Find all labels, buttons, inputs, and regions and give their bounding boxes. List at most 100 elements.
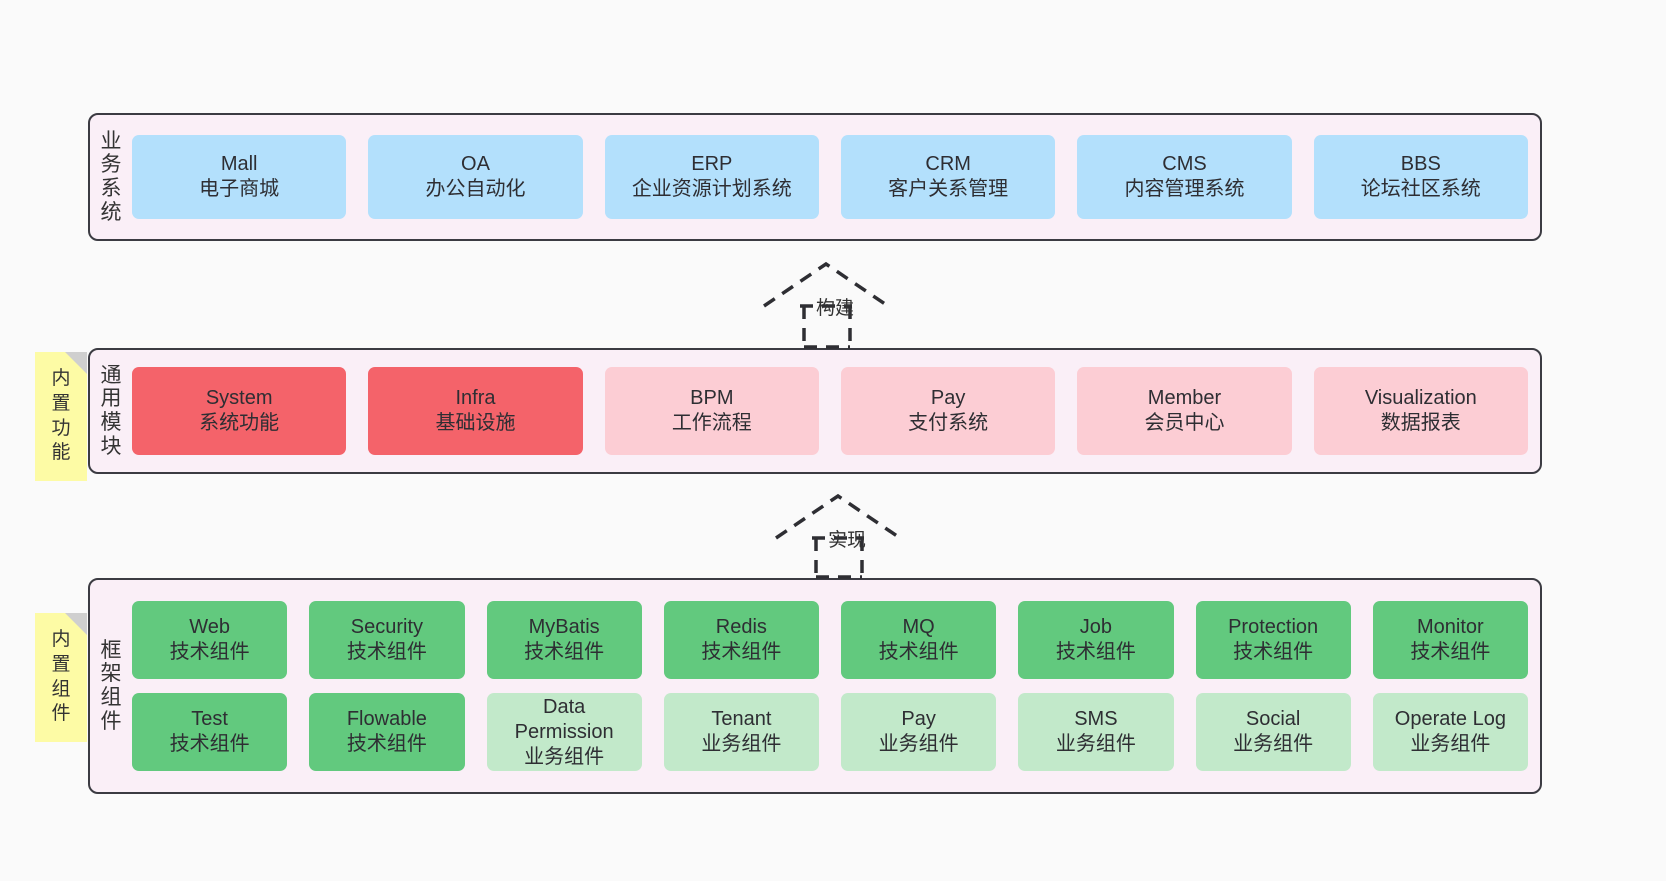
card-title: CRM <box>925 153 971 175</box>
note-char: 件 <box>51 703 71 725</box>
card-mall[interactable]: Mall 电子商城 <box>132 135 347 219</box>
card-subtitle: 技术组件 <box>878 641 959 663</box>
card-title: Mall <box>220 153 258 175</box>
card-infra[interactable]: Infra 基础设施 <box>368 367 583 455</box>
card-title: MyBatis <box>528 616 600 638</box>
card-title: Operate Log <box>1394 708 1506 730</box>
note-char: 组 <box>51 678 71 700</box>
card-monitor[interactable]: Monitor 技术组件 <box>1372 601 1528 679</box>
card-row: Web 技术组件 Security 技术组件 MyBatis 技术组件 Redi… <box>132 601 1528 679</box>
layer-title-char: 组 <box>100 686 122 709</box>
card-crm[interactable]: CRM 客户关系管理 <box>840 135 1056 219</box>
layer-business-system[interactable]: 业 务 系 统 Mall 电子商城 OA 办公自动化 ERP 企业资源计划系统 <box>88 113 1542 241</box>
card-subtitle: 数据报表 <box>1380 412 1461 434</box>
layer-title-char: 用 <box>100 387 122 411</box>
card-bpm[interactable]: BPM 工作流程 <box>604 367 819 455</box>
card-subtitle: 业务组件 <box>1233 733 1314 755</box>
connector-build-label: 构建 <box>816 298 855 319</box>
note-char: 能 <box>51 442 71 464</box>
card-title: MQ <box>902 616 935 638</box>
card-subtitle: 会员中心 <box>1144 412 1225 434</box>
card-sms[interactable]: SMS 业务组件 <box>1018 693 1174 771</box>
card-subtitle: 业务组件 <box>524 745 605 768</box>
card-protection[interactable]: Protection 技术组件 <box>1195 601 1351 679</box>
card-title: Job <box>1079 616 1112 638</box>
note-fold-corner-icon <box>65 352 87 374</box>
note-char: 置 <box>51 653 71 675</box>
card-title: Test <box>191 708 228 730</box>
layer-body-common-module: System 系统功能 Infra 基础设施 BPM 工作流程 Pay 支付系统… <box>132 350 1540 472</box>
card-title: Protection <box>1228 616 1319 638</box>
card-title: Member <box>1147 387 1222 409</box>
card-redis[interactable]: Redis 技术组件 <box>663 601 819 679</box>
card-test[interactable]: Test 技术组件 <box>132 693 288 771</box>
card-title: Social <box>1245 708 1301 730</box>
card-subtitle: 业务组件 <box>701 733 782 755</box>
card-data-permission[interactable]: Data Permission 业务组件 <box>486 693 642 771</box>
note-char: 置 <box>51 392 71 414</box>
card-subtitle: 办公自动化 <box>425 178 526 200</box>
card-system[interactable]: System 系统功能 <box>132 367 347 455</box>
card-subtitle: 支付系统 <box>908 412 989 434</box>
card-title: Data Permission <box>514 695 614 743</box>
card-title: Pay <box>901 708 936 730</box>
card-title: Redis <box>715 616 767 638</box>
layer-common-module[interactable]: 通 用 模 块 System 系统功能 Infra 基础设施 BPM 工作流程 <box>88 348 1542 474</box>
card-cms[interactable]: CMS 内容管理系统 <box>1077 135 1292 219</box>
card-subtitle: 业务组件 <box>1055 733 1136 755</box>
layer-title-char: 件 <box>100 709 122 733</box>
card-title: Tenant <box>711 708 772 730</box>
layer-body-business-system: Mall 电子商城 OA 办公自动化 ERP 企业资源计划系统 CRM 客户关系… <box>132 115 1540 239</box>
card-row: System 系统功能 Infra 基础设施 BPM 工作流程 Pay 支付系统… <box>132 367 1528 455</box>
card-subtitle: 技术组件 <box>346 733 427 755</box>
card-subtitle: 业务组件 <box>1410 733 1491 755</box>
card-mybatis[interactable]: MyBatis 技术组件 <box>486 601 642 679</box>
card-oa[interactable]: OA 办公自动化 <box>368 135 583 219</box>
card-pay-module[interactable]: Pay 支付系统 <box>840 367 1056 455</box>
card-bbs[interactable]: BBS 论坛社区系统 <box>1313 135 1528 219</box>
card-subtitle: 论坛社区系统 <box>1360 178 1481 200</box>
card-member[interactable]: Member 会员中心 <box>1077 367 1292 455</box>
card-security[interactable]: Security 技术组件 <box>309 601 465 679</box>
layer-body-framework-component: Web 技术组件 Security 技术组件 MyBatis 技术组件 Redi… <box>132 580 1540 792</box>
card-flowable[interactable]: Flowable 技术组件 <box>309 693 465 771</box>
card-title: BBS <box>1400 153 1441 175</box>
card-title: ERP <box>691 153 733 175</box>
card-social[interactable]: Social 业务组件 <box>1195 693 1351 771</box>
card-mq[interactable]: MQ 技术组件 <box>841 601 997 679</box>
note-builtin-component[interactable]: 内 置 组 件 <box>35 613 87 742</box>
layer-title-char: 统 <box>100 200 122 224</box>
card-title: OA <box>461 153 490 175</box>
note-char: 功 <box>51 417 71 439</box>
card-job[interactable]: Job 技术组件 <box>1018 601 1174 679</box>
connector-implement-label: 实现 <box>828 530 867 551</box>
card-row: Test 技术组件 Flowable 技术组件 Data Permission … <box>132 693 1528 771</box>
layer-framework-component[interactable]: 框 架 组 件 Web 技术组件 Security 技术组件 MyBatis 技… <box>88 578 1542 794</box>
note-builtin-function[interactable]: 内 置 功 能 <box>35 352 87 481</box>
card-title: Flowable <box>346 708 427 730</box>
layer-title-char: 架 <box>100 662 122 686</box>
card-subtitle: 客户关系管理 <box>888 178 1009 200</box>
card-operate-log[interactable]: Operate Log 业务组件 <box>1372 693 1528 771</box>
card-erp[interactable]: ERP 企业资源计划系统 <box>604 135 819 219</box>
layer-title-business-system: 业 务 系 统 <box>90 115 132 239</box>
card-subtitle: 技术组件 <box>169 733 250 755</box>
card-tenant[interactable]: Tenant 业务组件 <box>663 693 819 771</box>
card-subtitle: 技术组件 <box>169 641 250 663</box>
layer-title-char: 框 <box>100 638 122 662</box>
layer-title-char: 系 <box>100 177 122 200</box>
card-title: CMS <box>1162 153 1207 175</box>
card-subtitle: 内容管理系统 <box>1124 178 1245 200</box>
layer-title-framework-component: 框 架 组 件 <box>90 580 132 792</box>
card-row: Mall 电子商城 OA 办公自动化 ERP 企业资源计划系统 CRM 客户关系… <box>132 135 1528 219</box>
layer-title-char: 业 <box>100 129 122 153</box>
card-web[interactable]: Web 技术组件 <box>132 601 288 679</box>
card-visualization[interactable]: Visualization 数据报表 <box>1313 367 1528 455</box>
card-pay-component[interactable]: Pay 业务组件 <box>841 693 997 771</box>
card-title: System <box>205 387 273 409</box>
card-title: SMS <box>1074 708 1118 730</box>
card-title: Monitor <box>1417 616 1484 638</box>
card-subtitle: 业务组件 <box>878 733 959 755</box>
card-subtitle: 企业资源计划系统 <box>631 178 792 200</box>
